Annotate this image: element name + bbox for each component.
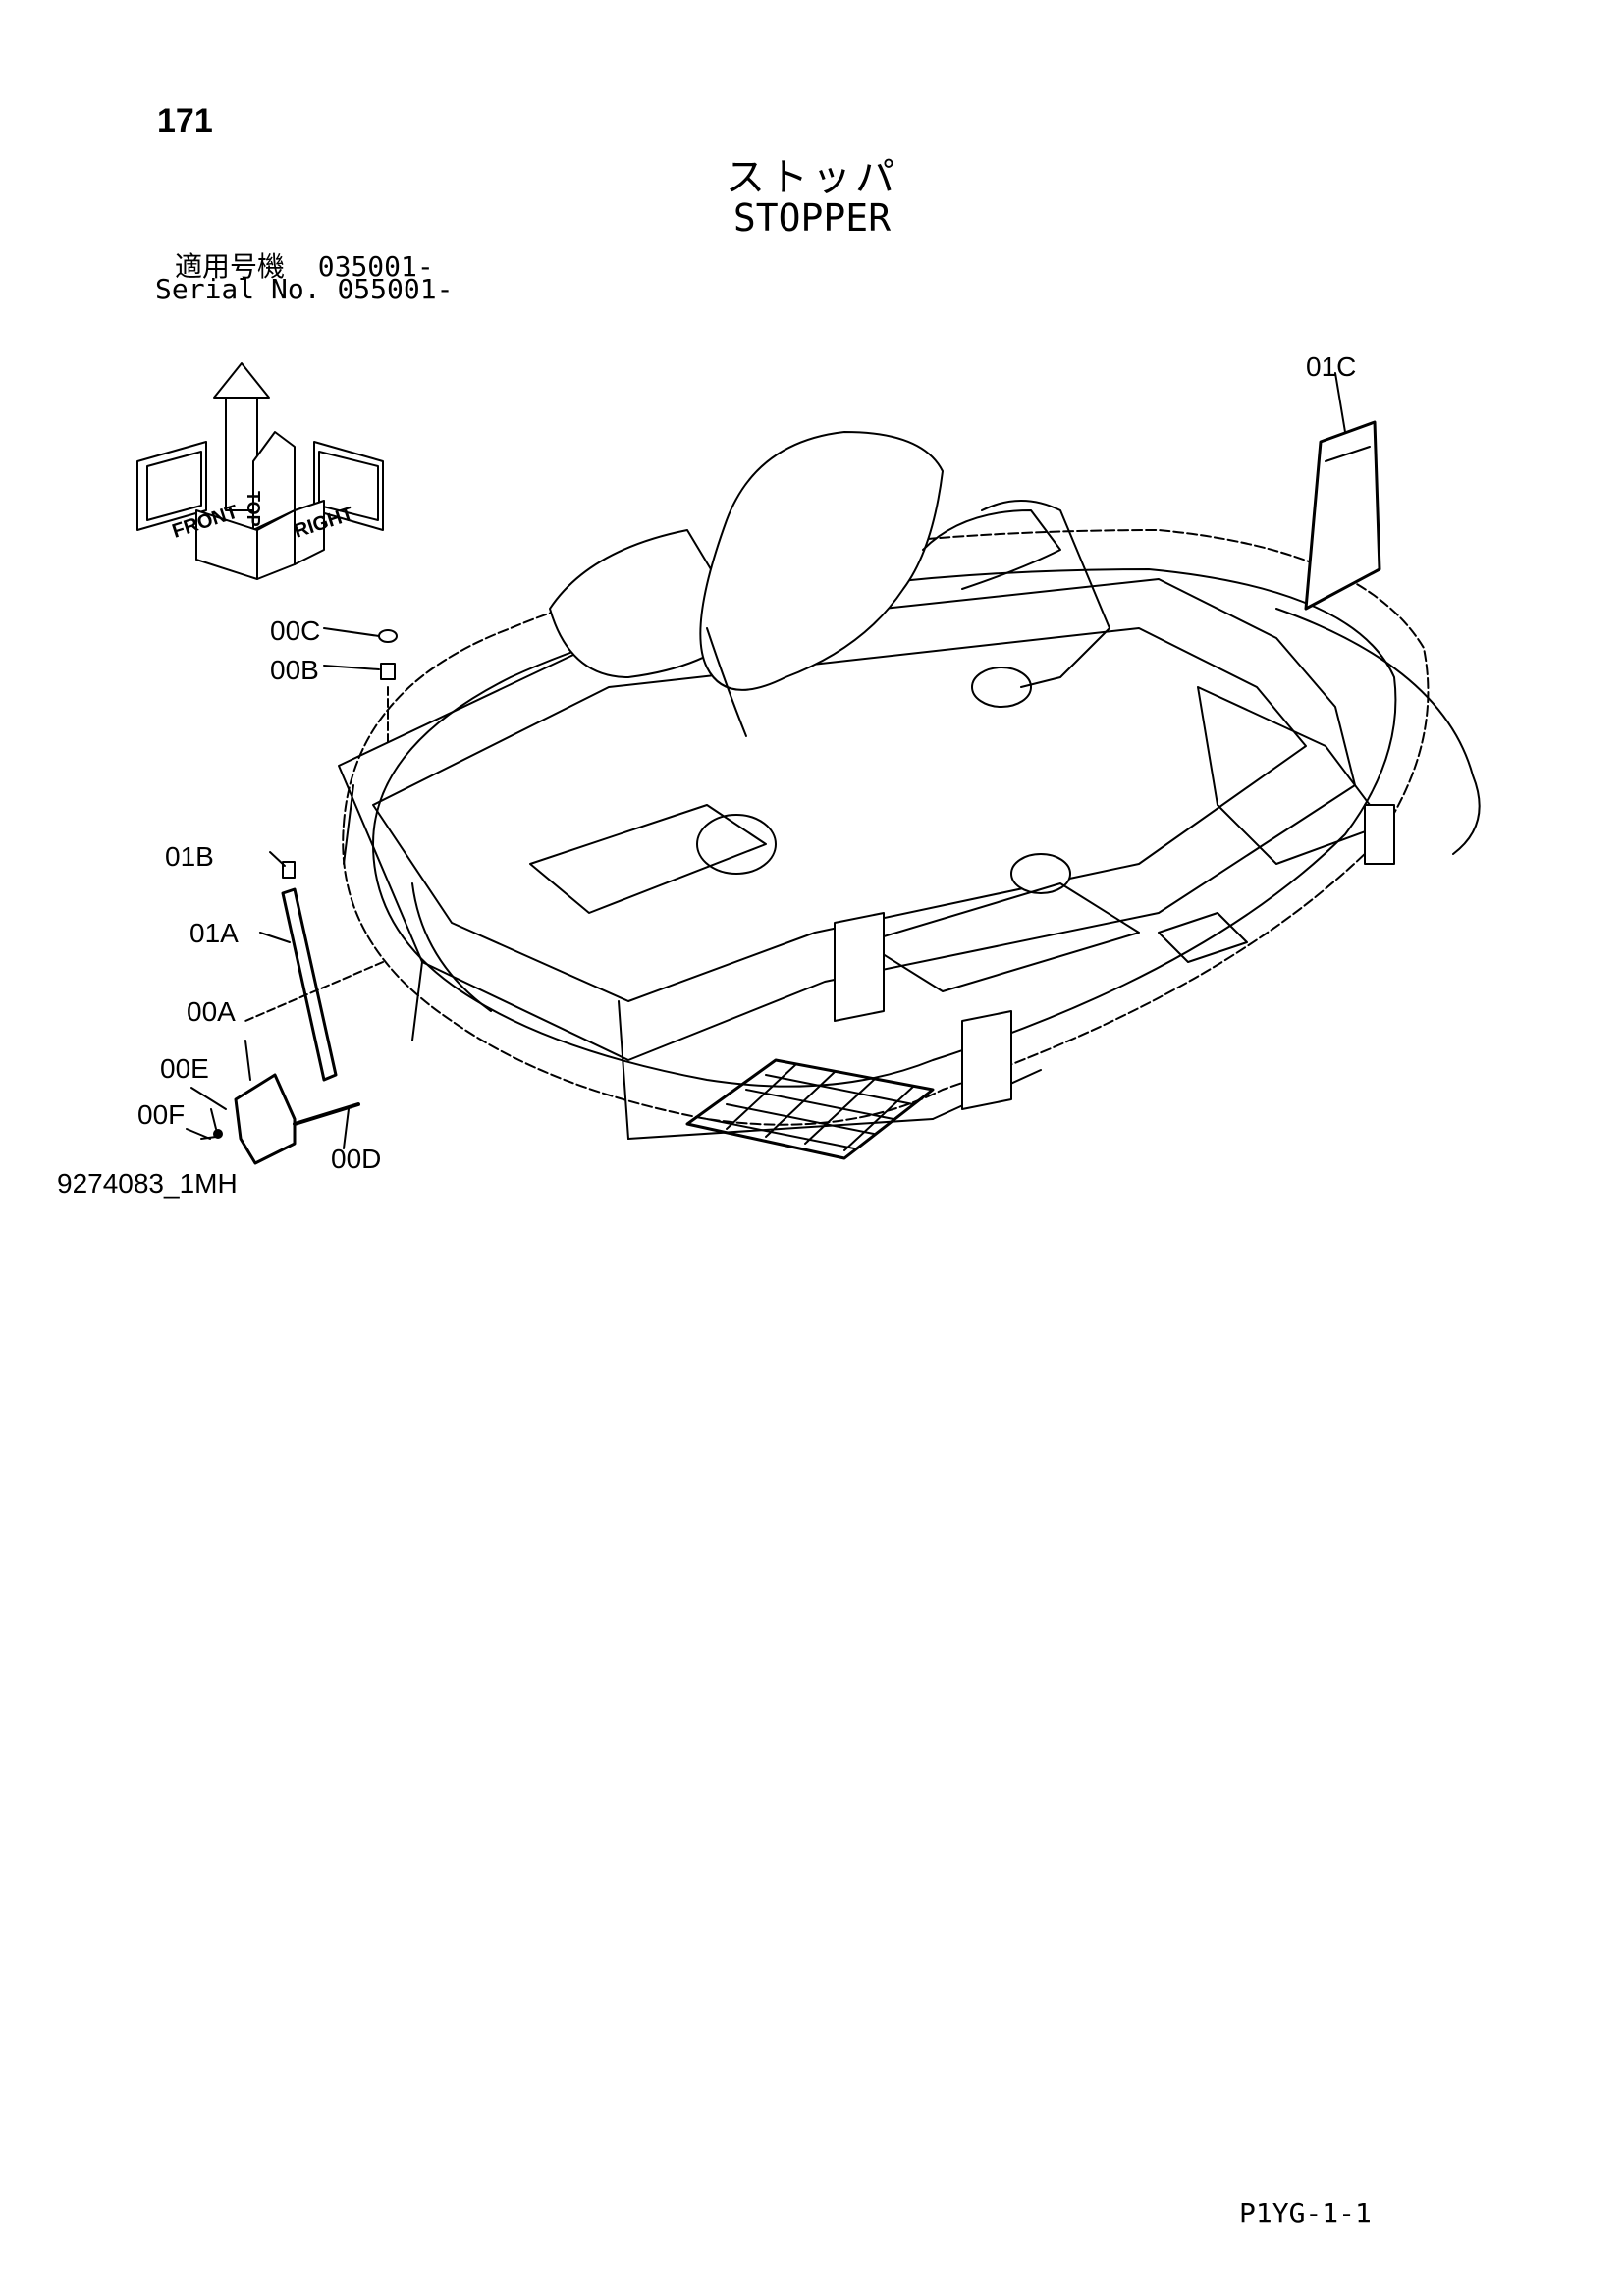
callout-labels: 01C 00C 00B 01B 01A 00A 00E 00F 00D — [137, 351, 1356, 1174]
orientation-top-label: TOP — [244, 491, 263, 527]
main-deck — [338, 578, 1356, 1140]
callout-01b: 01B — [165, 841, 214, 872]
title-english: STOPPER — [732, 196, 892, 240]
frame-outer-arc — [342, 529, 1481, 1126]
page-number: 171 — [157, 102, 213, 139]
part-00c-00b-bolts — [323, 627, 398, 747]
step-mesh — [685, 1058, 935, 1160]
callout-00e: 00E — [160, 1053, 209, 1084]
sheet-code: P1YG-1-1 — [1239, 2197, 1372, 2229]
callout-01c: 01C — [1306, 351, 1356, 382]
leader-lines — [186, 1087, 227, 1140]
serial-row-english: Serial No. 055001- — [155, 273, 453, 305]
serial-row-japanese: 適用号機 035001- — [175, 245, 434, 285]
callout-00b: 00B — [270, 655, 319, 685]
callout-00c: 00C — [270, 615, 320, 646]
callout-00f: 00F — [137, 1099, 185, 1130]
serial-label-japanese: 適用号機 — [175, 250, 286, 283]
serial-value-english: 055001- — [337, 273, 454, 305]
drawing-id: 9274083_1MH — [57, 1168, 238, 1199]
part-01a-01b-rod — [244, 851, 384, 1082]
callout-01a: 01A — [189, 918, 239, 948]
serial-value-japanese: 035001- — [317, 250, 434, 283]
floor-plate — [529, 686, 1395, 1110]
part-01c-pad — [1304, 372, 1381, 611]
serial-label-english: Serial No. — [155, 273, 321, 305]
orientation-indicator — [136, 362, 384, 580]
part-00a-bracket — [200, 1040, 360, 1165]
title-japanese: ストッパ — [726, 155, 898, 200]
operator-seat — [549, 431, 1110, 737]
callout-00a: 00A — [187, 996, 236, 1027]
callout-00d: 00D — [331, 1144, 381, 1174]
